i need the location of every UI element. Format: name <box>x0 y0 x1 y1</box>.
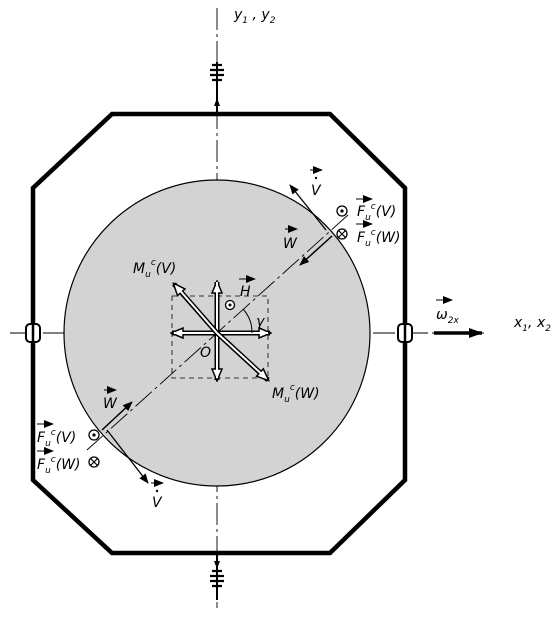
v-dot-lower-label: V <box>151 479 164 511</box>
bearing-right <box>397 322 413 344</box>
gamma-label: γ <box>256 314 265 330</box>
force-upper-v-label: Fuc(V) <box>356 195 396 223</box>
moment-v-label: Muc(V) <box>133 258 176 280</box>
circle-dot-icon <box>336 205 348 217</box>
svg-text:H: H <box>240 284 251 300</box>
arrow-w-lower <box>101 401 133 431</box>
center-arrows <box>172 282 270 380</box>
svg-text:Fuc(V): Fuc(V) <box>37 428 76 449</box>
svg-text:V: V <box>311 183 322 199</box>
w-upper-label: W <box>283 225 298 252</box>
axis-label-y: y1 , y2 <box>233 7 276 26</box>
arrow-w-upper <box>299 235 333 266</box>
force-lower-w-label: Fuc(W) <box>37 447 81 476</box>
svg-text:Fuc(W): Fuc(W) <box>357 228 401 249</box>
bearing-left <box>25 322 41 344</box>
force-upper-w-label: Fuc(W) <box>356 220 401 249</box>
svg-text:W: W <box>103 396 118 412</box>
force-lower-v-label: Fuc(V) <box>37 420 76 449</box>
spring-bottom <box>210 553 224 600</box>
v-dot-upper-label: V <box>310 166 323 199</box>
svg-text:Fuc(W): Fuc(W) <box>37 455 81 476</box>
circle-dot-icon <box>88 429 100 441</box>
spring-top <box>210 62 224 114</box>
svg-text:Muc(W): Muc(W) <box>272 383 320 405</box>
h-label: H <box>239 275 256 300</box>
w-lower-label: W <box>103 386 118 412</box>
circle-cross-icon <box>336 228 348 240</box>
circle-dot-icon <box>224 299 236 311</box>
outer-frame <box>30 111 408 556</box>
arrow-v-dot-upper <box>289 184 327 231</box>
svg-text:Muc(V): Muc(V) <box>133 258 176 280</box>
svg-text:W: W <box>283 236 298 252</box>
moment-w-label: Muc(W) <box>272 383 320 405</box>
circle-cross-icon <box>88 456 100 468</box>
omega-label: ω2x <box>436 296 459 326</box>
axis-label-x: x1, x2 <box>513 315 551 334</box>
svg-text:V: V <box>152 495 163 511</box>
svg-text:Fuc(V): Fuc(V) <box>357 202 396 223</box>
gamma-arc <box>242 308 253 334</box>
svg-text:ω2x: ω2x <box>436 307 459 326</box>
arrow-v-dot-lower <box>106 429 149 484</box>
origin-label: O <box>200 345 211 361</box>
